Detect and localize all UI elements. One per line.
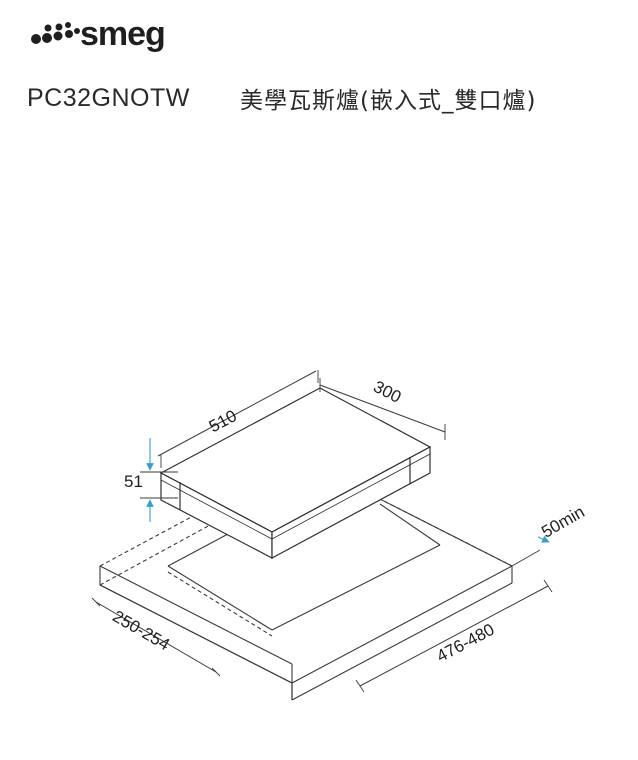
countertop-front-left — [99, 565, 293, 665]
product-name: 美學瓦斯爐(嵌入式_雙口爐) — [240, 88, 537, 114]
model-number: PC32GNOTW — [27, 84, 190, 112]
hob-body — [159, 387, 432, 560]
label-476-480: 476-480 — [434, 620, 498, 666]
label-51: 51 — [124, 472, 143, 491]
logo-dots-icon — [31, 22, 80, 44]
hob-right-face — [271, 445, 431, 560]
countertop-front-right — [291, 565, 513, 684]
label-510: 510 — [206, 406, 240, 436]
label-300: 300 — [370, 377, 404, 407]
label-50min: 50min — [538, 502, 588, 542]
countertop — [99, 494, 513, 701]
dimension-51: 51 — [124, 438, 178, 522]
brand-logo: smeg — [30, 14, 166, 54]
dimension-50min: 50min — [511, 502, 588, 567]
label-250-254: 250-254 — [109, 607, 173, 655]
brand-wordmark: smeg — [80, 15, 166, 53]
cutout — [167, 494, 513, 637]
